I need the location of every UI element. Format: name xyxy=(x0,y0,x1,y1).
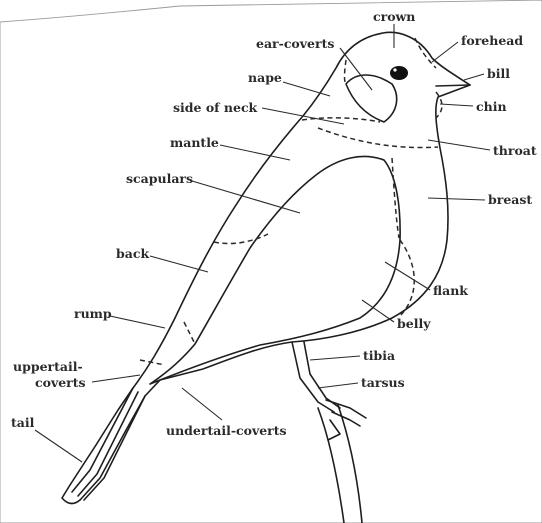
label-tibia: tibia xyxy=(363,348,395,363)
label-scapulars: scapulars xyxy=(126,171,193,186)
label-breast: breast xyxy=(488,192,532,207)
label-back: back xyxy=(116,246,149,261)
label-flank: flank xyxy=(433,283,468,298)
label-tarsus: tarsus xyxy=(361,375,405,390)
label-forehead: forehead xyxy=(461,33,523,48)
eye-highlight xyxy=(393,68,396,71)
label-bill: bill xyxy=(487,66,510,81)
label-side-of-neck: side of neck xyxy=(173,100,258,115)
label-mantle: mantle xyxy=(170,135,219,150)
label-throat: throat xyxy=(493,143,537,158)
label-ear-coverts: ear-coverts xyxy=(256,36,334,51)
label-uppertail-coverts-line1: uppertail- xyxy=(13,359,83,374)
eye xyxy=(390,66,408,80)
label-uppertail-coverts-line2: coverts xyxy=(35,375,86,390)
label-nape: nape xyxy=(248,70,282,85)
label-undertail-coverts: undertail-coverts xyxy=(166,423,287,438)
label-chin: chin xyxy=(476,99,507,114)
label-belly: belly xyxy=(397,316,431,331)
label-crown: crown xyxy=(373,9,415,24)
label-rump: rump xyxy=(74,306,112,321)
label-tail: tail xyxy=(11,415,35,430)
bill-gape-line xyxy=(436,85,470,86)
